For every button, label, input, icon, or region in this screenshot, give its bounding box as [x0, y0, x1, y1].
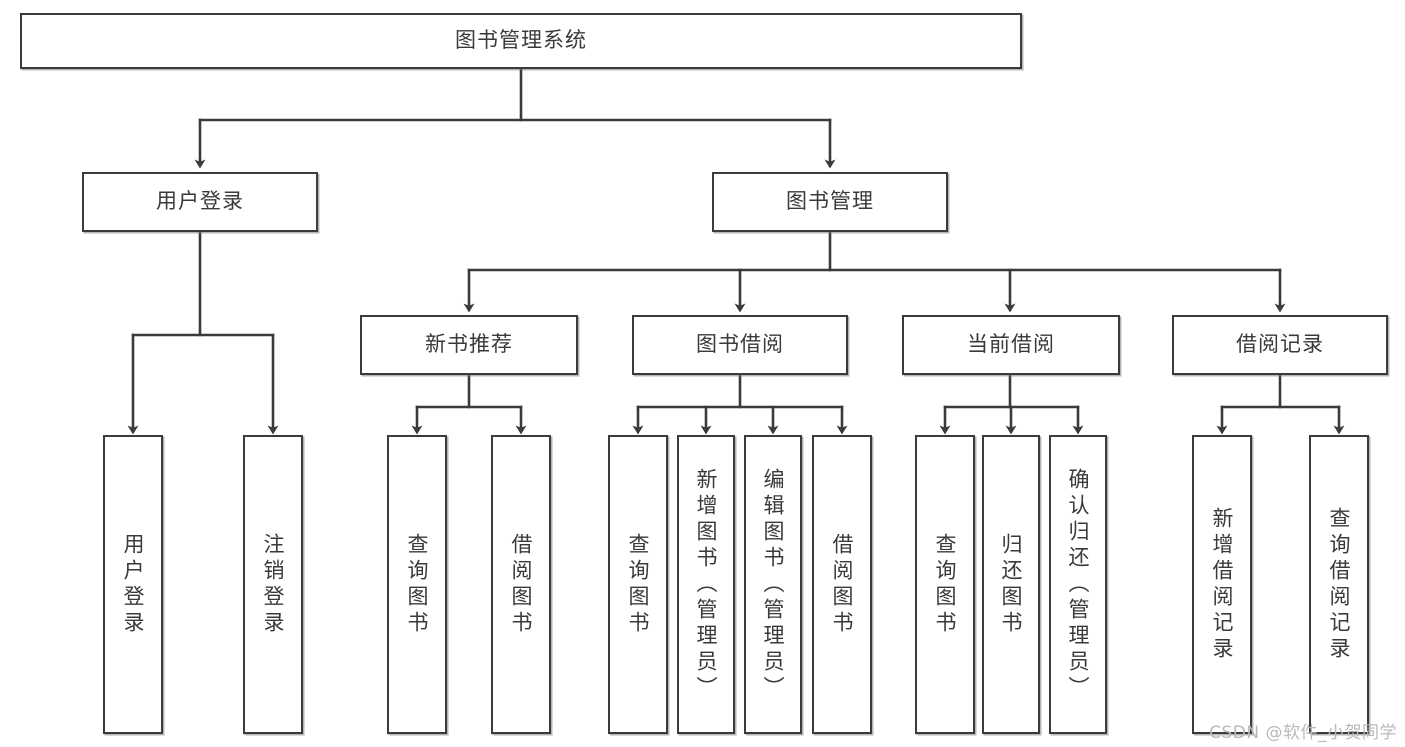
node-label: 图书管理: [786, 189, 874, 214]
leaf-borrow-borrow-book[interactable]: 借阅图书: [812, 435, 872, 734]
node-label: 用户登录: [156, 189, 244, 214]
leaf-recommend-borrow-book[interactable]: 借阅图书: [491, 435, 551, 734]
node-label: 图书管理系统: [455, 28, 587, 53]
leaf-user-logout[interactable]: 注销登录: [243, 435, 303, 734]
leaf-record-add-borrow-record[interactable]: 新增借阅记录: [1192, 435, 1252, 734]
node-label: 新增借阅记录: [1210, 506, 1235, 663]
node-label: 借阅记录: [1236, 332, 1324, 357]
node-label: 查询借阅记录: [1327, 506, 1352, 663]
node-user-login[interactable]: 用户登录: [82, 172, 318, 232]
leaf-recommend-query-book[interactable]: 查询图书: [387, 435, 447, 734]
leaf-borrow-add-book-admin[interactable]: 新增图书（管理员）: [677, 435, 735, 734]
node-borrow-record[interactable]: 借阅记录: [1172, 315, 1388, 375]
node-book-borrow[interactable]: 图书借阅: [632, 315, 848, 375]
node-new-book-recommend[interactable]: 新书推荐: [360, 315, 578, 375]
node-label: 借阅图书: [509, 532, 534, 637]
watermark: CSDN @软件_小贺同学: [1209, 723, 1397, 743]
node-label: 查询图书: [626, 532, 651, 637]
node-label: 注销登录: [261, 532, 286, 637]
node-current-borrow[interactable]: 当前借阅: [902, 315, 1120, 375]
node-label: 图书借阅: [696, 332, 784, 357]
leaf-record-query-borrow-record[interactable]: 查询借阅记录: [1309, 435, 1369, 734]
node-label: 借阅图书: [830, 532, 855, 637]
node-label: 编辑图书（管理员）: [761, 467, 786, 702]
node-label: 新增图书（管理员）: [694, 467, 719, 702]
node-book-management[interactable]: 图书管理: [712, 172, 948, 232]
node-label: 用户登录: [121, 532, 146, 637]
node-label: 确认归还（管理员）: [1066, 467, 1091, 702]
leaf-user-login[interactable]: 用户登录: [103, 435, 163, 734]
leaf-current-confirm-return-admin[interactable]: 确认归还（管理员）: [1049, 435, 1107, 734]
node-label: 新书推荐: [425, 332, 513, 357]
node-label: 当前借阅: [967, 332, 1055, 357]
leaf-current-return-book[interactable]: 归还图书: [982, 435, 1040, 734]
leaf-borrow-query-book[interactable]: 查询图书: [608, 435, 668, 734]
node-label: 查询图书: [933, 532, 958, 637]
node-root-book-management-system[interactable]: 图书管理系统: [20, 13, 1022, 69]
node-label: 归还图书: [999, 532, 1024, 637]
leaf-current-query-book[interactable]: 查询图书: [915, 435, 975, 734]
leaf-borrow-edit-book-admin[interactable]: 编辑图书（管理员）: [744, 435, 802, 734]
node-label: 查询图书: [405, 532, 430, 637]
